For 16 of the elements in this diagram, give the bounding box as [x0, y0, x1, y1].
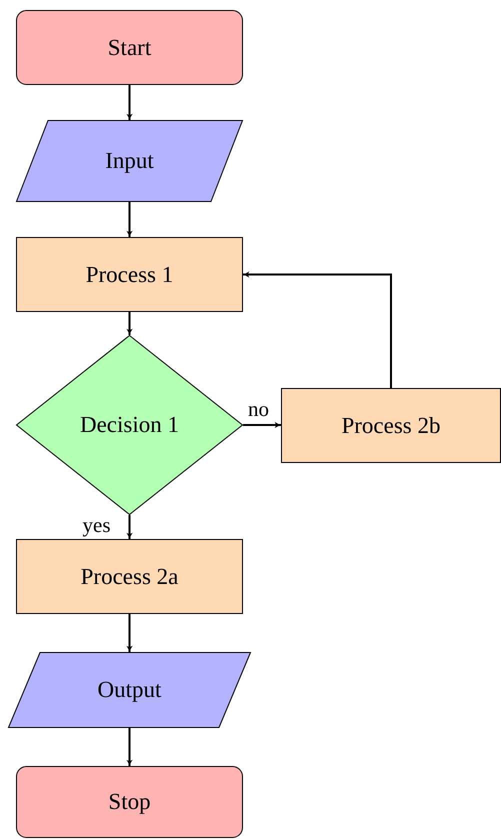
node-label: Start	[108, 34, 152, 60]
node-label: Decision 1	[80, 412, 179, 438]
terminal-box	[16, 766, 243, 838]
process-box	[16, 237, 243, 312]
node-label: Output	[98, 677, 162, 703]
io-parallelogram	[16, 120, 243, 202]
terminal-box	[16, 10, 243, 85]
process-box	[281, 388, 501, 463]
node-label: Input	[105, 148, 154, 174]
node-label: Stop	[108, 789, 151, 815]
node-label: Process 2b	[341, 412, 441, 438]
node-label: Process 2a	[80, 564, 178, 590]
decision-diamond	[16, 335, 243, 515]
io-parallelogram	[8, 652, 251, 728]
process-box	[16, 539, 243, 614]
node-label: Process 1	[86, 262, 174, 288]
